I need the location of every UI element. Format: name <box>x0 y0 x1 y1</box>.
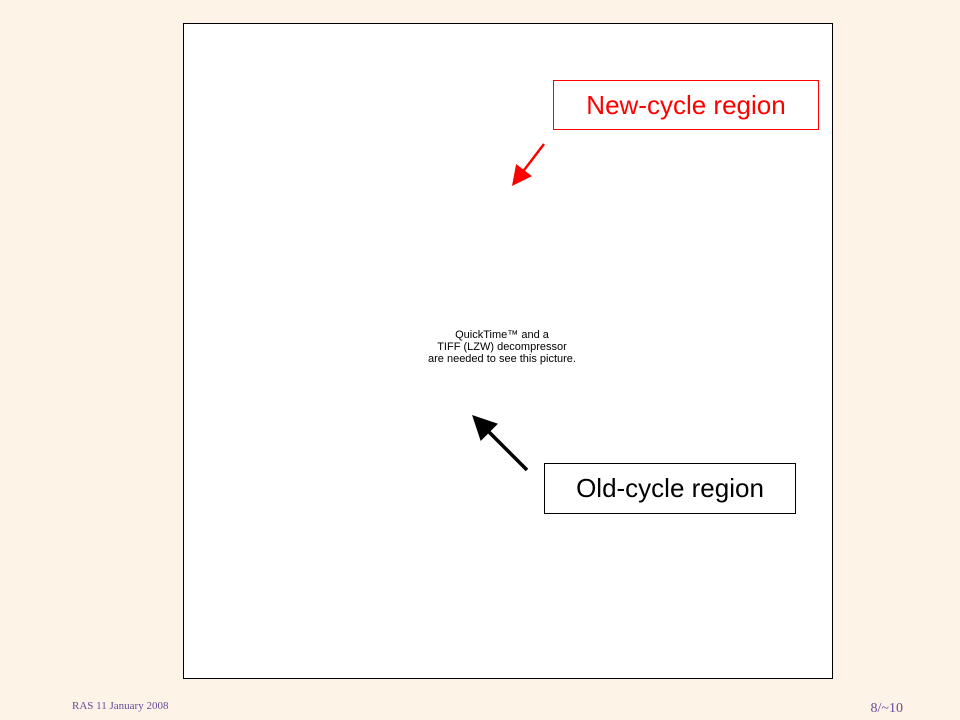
placeholder-line: TIFF (LZW) decompressor <box>437 341 567 353</box>
missing-picture-placeholder: QuickTime™ and a TIFF (LZW) decompressor… <box>404 329 600 365</box>
picture-frame <box>183 23 833 679</box>
slide-number: 8/~10 <box>870 701 903 716</box>
old-cycle-region-label: Old-cycle region <box>544 463 796 514</box>
placeholder-line: are needed to see this picture. <box>428 353 576 365</box>
new-cycle-region-text: New-cycle region <box>586 89 786 120</box>
footer-date: RAS 11 January 2008 <box>72 700 169 712</box>
new-cycle-arrow <box>511 143 545 186</box>
old-cycle-arrow <box>472 415 529 472</box>
new-cycle-region-label: New-cycle region <box>553 80 819 130</box>
placeholder-line: QuickTime™ and a <box>455 329 549 341</box>
old-cycle-region-text: Old-cycle region <box>576 473 764 503</box>
